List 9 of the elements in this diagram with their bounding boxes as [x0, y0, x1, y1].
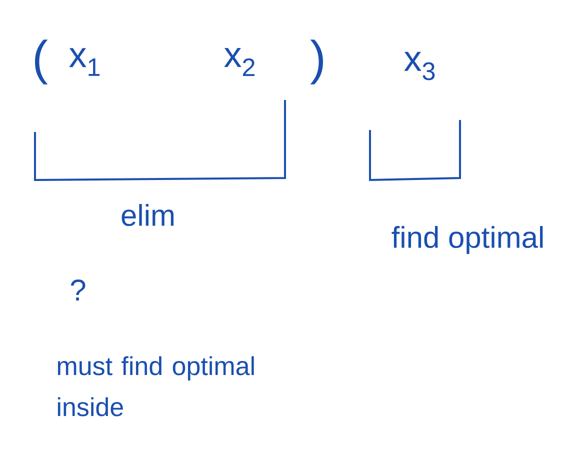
parenthesis: (: [35, 40, 48, 84]
variable-label: x$_{2}$: [224, 48, 254, 76]
parenthesis: ): [310, 40, 324, 84]
bracket-label: elim: [122, 204, 174, 226]
variable-label: x$_{1}$: [69, 48, 100, 76]
note-text: must find optimal inside: [58, 356, 254, 416]
variable-label: x$_{3}$: [404, 52, 435, 80]
bracket-label: find optimal: [392, 226, 543, 254]
question-mark: ?: [70, 280, 86, 300]
